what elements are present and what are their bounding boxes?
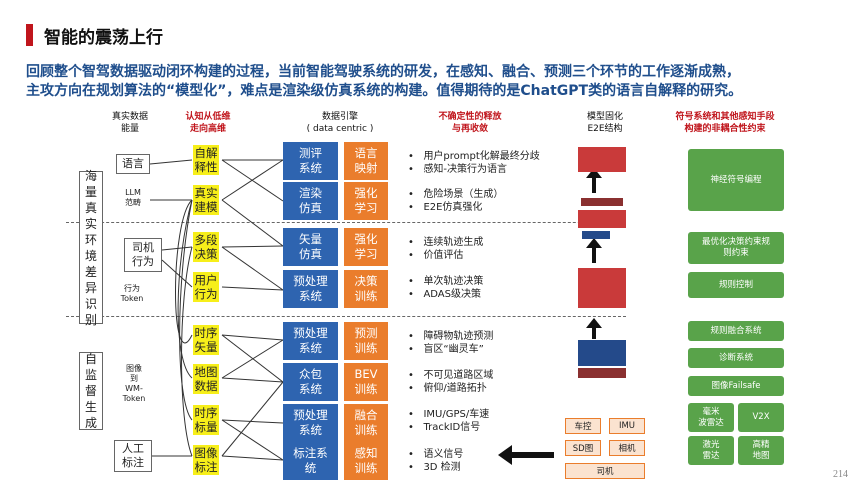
header-real-data: 真实数据 能量 [111, 112, 148, 134]
bullet-item: • TrackID信号 [408, 422, 481, 433]
orange-bev-train: BEV 训练 [344, 363, 388, 401]
bullet-item: • 价值评估 [408, 250, 464, 261]
page-title: 智能的震荡上行 [44, 28, 163, 48]
sensor-vehicle-control: 车控 [565, 418, 601, 434]
orange-predict-train: 预测 训练 [344, 322, 388, 360]
yellow-self-explain: 自解 释性 [193, 145, 219, 175]
subtitle-line-2: 主攻方向在规划算法的“模型化”，难点是渲染级仿真系统的构建。值得期待的是Chat… [26, 83, 743, 99]
blue-preprocess-3: 预处理 系统 [283, 404, 338, 442]
orange-language-mapping: 语言 映射 [344, 142, 388, 180]
green-neuro-symbolic: 神经符号编程 [688, 149, 784, 211]
blue-eval-system: 测评 系统 [283, 142, 338, 180]
behavior-token-label: 行为 Token [120, 284, 144, 303]
yellow-temporal-scalar: 时序 标量 [193, 405, 219, 435]
bullet-list-row-4: • 单次轨迹决策 • ADAS级决策 [408, 275, 483, 301]
blue-annotation-system: 标注系 统 [283, 442, 338, 480]
green-rule-fusion: 规则融合系统 [688, 321, 784, 341]
bullet-item: • 语义信号 [408, 449, 464, 460]
header-cognition: 认知从低维 走向高维 [185, 112, 231, 134]
orange-rl-1: 强化 学习 [344, 182, 388, 220]
e2e-block-bottom-1 [578, 340, 626, 366]
e2e-block-top [578, 147, 626, 172]
blue-vector-sim: 矢量 仿真 [283, 228, 338, 266]
sensor-camera: 相机 [609, 440, 645, 456]
bullet-item: • 危险场景（生成） [408, 189, 504, 200]
green-rule-control: 规则控制 [688, 272, 784, 298]
bullet-list-row-3: • 连续轨迹生成 • 价值评估 [408, 236, 483, 262]
bullet-list-row-1: • 用户prompt化解最终分歧 • 感知-决策行为语言 [408, 150, 540, 176]
e2e-block-mid-1 [581, 198, 623, 206]
header-symbolic: 符号系统和其他感知手段 构建的非耦合性约束 [675, 112, 775, 134]
green-v2x: V2X [738, 403, 784, 432]
blue-crowdsource: 众包 系统 [283, 363, 338, 401]
header-uncertainty: 不确定性的释放 与再收敛 [438, 112, 502, 134]
vertical-real-env-box: 海量真实环境差异识别 [79, 169, 103, 327]
sensor-imu: IMU [609, 418, 645, 434]
bullet-list-row-2: • 危险场景（生成） • E2E仿真强化 [408, 188, 503, 214]
bullet-item: • 用户prompt化解最终分歧 [408, 151, 540, 162]
bullet-list-row-8: • 语义信号 • 3D 检测 [408, 448, 463, 474]
yellow-real-modeling: 真实 建模 [193, 185, 219, 215]
vertical-self-supervised-box: 自监督生成 [79, 352, 103, 430]
e2e-block-bottom-2 [578, 368, 626, 378]
bullet-item: • 俯仰/道路拓扑 [408, 383, 487, 394]
subtitle-line-1: 回顾整个智驾数据驱动闭环构建的过程，当前智能驾驶系统的研发，在感知、融合、预测三… [26, 64, 740, 80]
page-number: 214 [833, 469, 848, 480]
blue-render-sim: 渲染 仿真 [283, 182, 338, 220]
orange-rl-2: 强化 学习 [344, 228, 388, 266]
bullet-item: • E2E仿真强化 [408, 202, 483, 213]
bullet-item: • IMU/GPS/车速 [408, 409, 490, 420]
e2e-block-mid-2 [578, 210, 626, 228]
separator-bottom [66, 316, 626, 317]
green-lidar: 激光 雷达 [688, 436, 734, 465]
yellow-temporal-vector: 时序 矢量 [193, 325, 219, 355]
bullet-item: • 不可见道路区域 [408, 370, 494, 381]
green-diagnostic: 诊断系统 [688, 348, 784, 368]
manual-annotation-box: 人工 标注 [114, 440, 152, 472]
e2e-block-lower [578, 268, 626, 308]
driver-behavior-box: 司机 行为 [124, 238, 162, 272]
sensor-sd-map: SD图 [565, 440, 601, 456]
yellow-map-data: 地图 数据 [193, 364, 219, 394]
blue-preprocess-1: 预处理 系统 [283, 270, 338, 308]
header-e2e: 模型固化 E2E结构 [586, 112, 623, 134]
title-accent-bar [26, 24, 33, 46]
green-hd-map: 高精 地图 [738, 436, 784, 465]
bullet-item: • 盲区“幽灵车” [408, 344, 484, 355]
bullet-list-row-5: • 障碍物轨迹预测 • 盲区“幽灵车” [408, 330, 493, 356]
green-image-failsafe: 图像Failsafe [688, 376, 784, 396]
header-data-engine: 数据引擎 ( data centric ) [306, 112, 374, 134]
bullet-item: • 连续轨迹生成 [408, 237, 484, 248]
yellow-multi-decision: 多段 决策 [193, 232, 219, 262]
separator-top [66, 222, 626, 223]
bullet-item: • ADAS级决策 [408, 289, 481, 300]
green-optimal-decision: 最优化决策约束规 则约束 [688, 232, 784, 264]
bullet-list-row-6: • 不可见道路区域 • 俯仰/道路拓扑 [408, 369, 493, 395]
yellow-user-behavior: 用户 行为 [193, 272, 219, 302]
sensor-driver: 司机 [565, 463, 645, 479]
bullet-list-row-7: • IMU/GPS/车速 • TrackID信号 [408, 408, 489, 434]
blue-preprocess-2: 预处理 系统 [283, 322, 338, 360]
llm-label: LLM 范畴 [125, 188, 141, 207]
green-mm-radar: 毫米 波雷达 [688, 403, 734, 432]
yellow-image-annotation: 图像 标注 [193, 445, 219, 475]
orange-decision-train: 决策 训练 [344, 270, 388, 308]
orange-fusion-train: 融合 训练 [344, 404, 388, 442]
bullet-item: • 感知-决策行为语言 [408, 164, 508, 175]
image-token-label: 图像 到 WM- Token [122, 364, 146, 403]
bullet-item: • 障碍物轨迹预测 [408, 331, 494, 342]
e2e-block-mid-3 [582, 231, 610, 239]
bullet-item: • 单次轨迹决策 [408, 276, 484, 287]
language-box: 语言 [116, 154, 150, 174]
bullet-item: • 3D 检测 [408, 462, 461, 473]
orange-perception-train: 感知 训练 [344, 442, 388, 480]
